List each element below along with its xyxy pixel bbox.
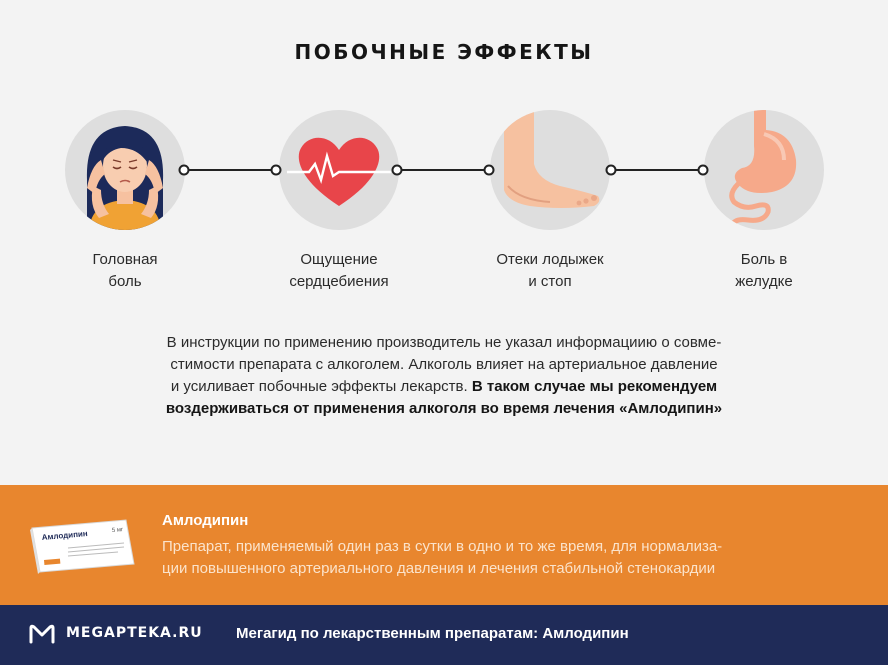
footer-bar — [0, 605, 888, 665]
stomach-icon — [704, 110, 824, 230]
drug-box-image: Амлодипин 5 мг — [28, 514, 136, 576]
heart-icon — [279, 110, 399, 230]
drug-box-dose: 5 мг — [112, 527, 125, 534]
drug-description: Препарат, применяемый один раз в сутки в… — [162, 538, 723, 577]
alcohol-notice: В инструкции по применению производитель… — [165, 334, 723, 417]
page-title: ПОБОЧНЫЕ ЭФФЕКТЫ — [294, 40, 594, 64]
drug-box-label: Амлодипин — [41, 529, 88, 542]
footer-caption: Мегагид по лекарственным препаратам: Амл… — [236, 625, 629, 642]
connector-line — [604, 163, 710, 177]
connector-line — [177, 163, 283, 177]
drug-name: Амлодипин — [162, 512, 249, 529]
headache-icon — [65, 110, 185, 230]
drug-banner — [0, 485, 888, 605]
megapteka-logo-icon — [28, 623, 56, 645]
connector-line — [390, 163, 496, 177]
foot-icon — [490, 110, 610, 230]
megapteka-logo-text[interactable]: MEGAPTEKA.RU — [66, 625, 203, 641]
